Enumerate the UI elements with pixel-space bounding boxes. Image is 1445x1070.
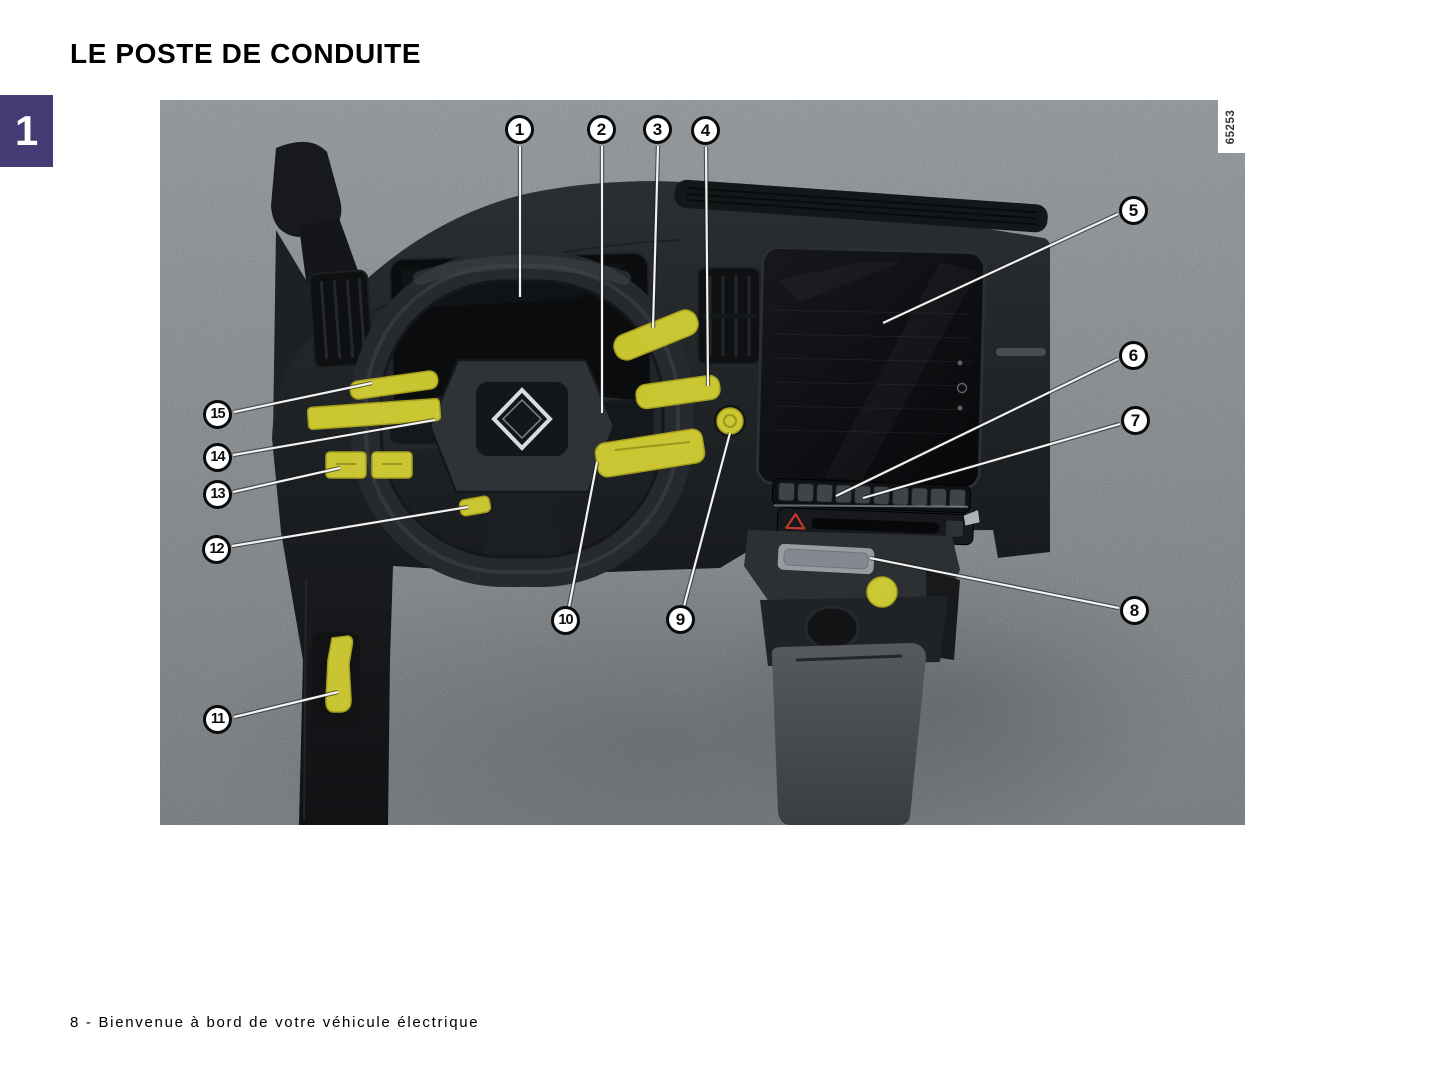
page-title: LE POSTE DE CONDUITE xyxy=(70,38,422,69)
center-console xyxy=(744,530,960,825)
callout-9: 9 xyxy=(666,605,695,634)
dashboard-photo xyxy=(160,100,1245,825)
callout-6: 6 xyxy=(1119,341,1148,370)
page-footer: 8 - Bienvenue à bord de votre véhicule é… xyxy=(70,1014,480,1031)
screen-side-buttons xyxy=(956,360,968,411)
dash-top-grille xyxy=(674,179,1048,233)
chapter-number: 1 xyxy=(14,107,39,154)
left-switch-panel-highlight xyxy=(306,397,442,431)
left-stalk-highlight xyxy=(349,370,439,400)
callout-13: 13 xyxy=(203,480,232,509)
start-button-highlight xyxy=(716,407,744,435)
callout-2: 2 xyxy=(587,115,616,144)
center-air-vent xyxy=(697,267,761,365)
leader-lines xyxy=(231,145,1121,720)
climate-button xyxy=(815,483,834,503)
dashboard-illustration xyxy=(231,141,1121,825)
left-air-vent xyxy=(308,269,374,369)
callout-4: 4 xyxy=(691,116,720,145)
armrest xyxy=(771,643,926,825)
callout-7: 7 xyxy=(1121,406,1150,435)
climate-button xyxy=(948,488,967,509)
climate-button xyxy=(910,487,929,507)
media-pod-highlight xyxy=(594,428,706,478)
callout-5: 5 xyxy=(1119,196,1148,225)
hazard-warning-icon xyxy=(785,513,806,530)
highlighted-controls xyxy=(306,309,898,713)
side-air-vent-slot xyxy=(996,348,1046,356)
wireless-charging-tray xyxy=(777,543,875,575)
callout-10: 10 xyxy=(551,606,580,635)
chapter-tab: 1 xyxy=(0,95,53,167)
console-knob-highlight xyxy=(866,576,898,608)
figure-number: 65253 xyxy=(1225,109,1238,144)
callout-11: 11 xyxy=(203,705,232,734)
figure-number-tag: 65253 xyxy=(1218,100,1245,153)
climate-button xyxy=(777,482,796,502)
cup-holder xyxy=(804,605,860,651)
climate-button xyxy=(929,487,948,508)
charge-lever-highlight xyxy=(325,635,354,713)
callout-1: 1 xyxy=(505,115,534,144)
renault-logo xyxy=(491,387,553,451)
callout-15: 15 xyxy=(203,400,232,429)
callout-3: 3 xyxy=(643,115,672,144)
callout-12: 12 xyxy=(202,535,231,564)
climate-button xyxy=(796,482,815,503)
callout-14: 14 xyxy=(203,443,232,472)
callout-8: 8 xyxy=(1120,596,1149,625)
touchscreen xyxy=(755,246,987,490)
right-stalk-highlight xyxy=(635,374,721,410)
